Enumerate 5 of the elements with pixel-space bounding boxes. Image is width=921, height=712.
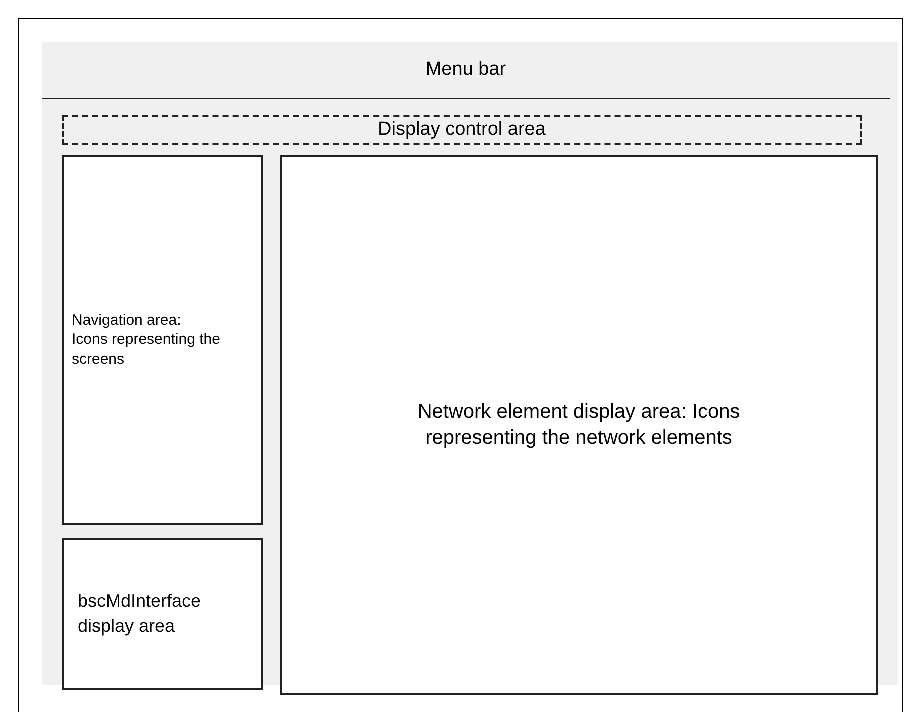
interface-display-area: bscMdInterface display area [62, 538, 263, 690]
display-control-area: Display control area [62, 115, 862, 145]
navigation-area: Navigation area: Icons representing the screens [62, 155, 263, 525]
menu-bar: Menu bar [42, 42, 890, 99]
network-element-display-area: Network element display area: Icons representing the network elements [280, 155, 878, 695]
